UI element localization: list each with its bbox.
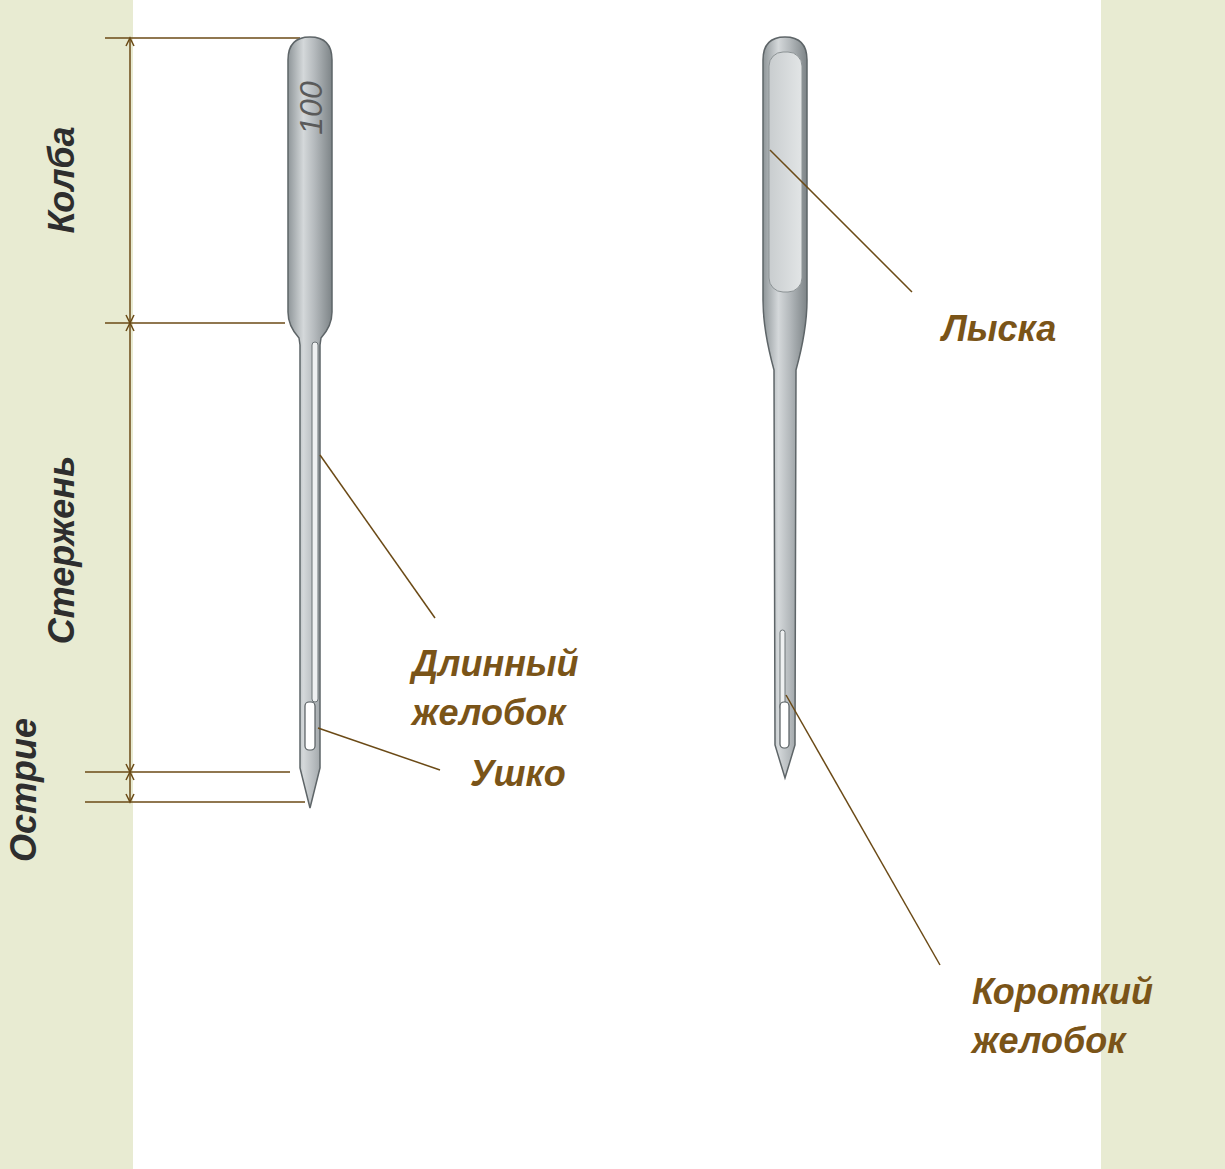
needle-eye [305, 702, 315, 750]
needle-back [763, 37, 807, 778]
long-groove [312, 342, 318, 702]
part-label: Короткий желобок [972, 968, 1182, 1065]
needle-front [288, 37, 332, 808]
part-label: Ушко [470, 750, 566, 799]
leader-lines [318, 150, 940, 965]
dimension-lines [85, 38, 305, 802]
dimension-label: Колба [38, 127, 87, 234]
white-panel [133, 0, 1101, 1169]
part-label: Лыска [942, 305, 1056, 354]
size-number: 100 [290, 81, 333, 134]
flat-side [769, 52, 802, 292]
short-groove [780, 630, 785, 710]
needle-eye [780, 702, 789, 748]
dimension-label: Острие [0, 718, 48, 862]
dimension-label: Стержень [38, 456, 87, 645]
part-label: Длинный желобок [412, 640, 642, 737]
